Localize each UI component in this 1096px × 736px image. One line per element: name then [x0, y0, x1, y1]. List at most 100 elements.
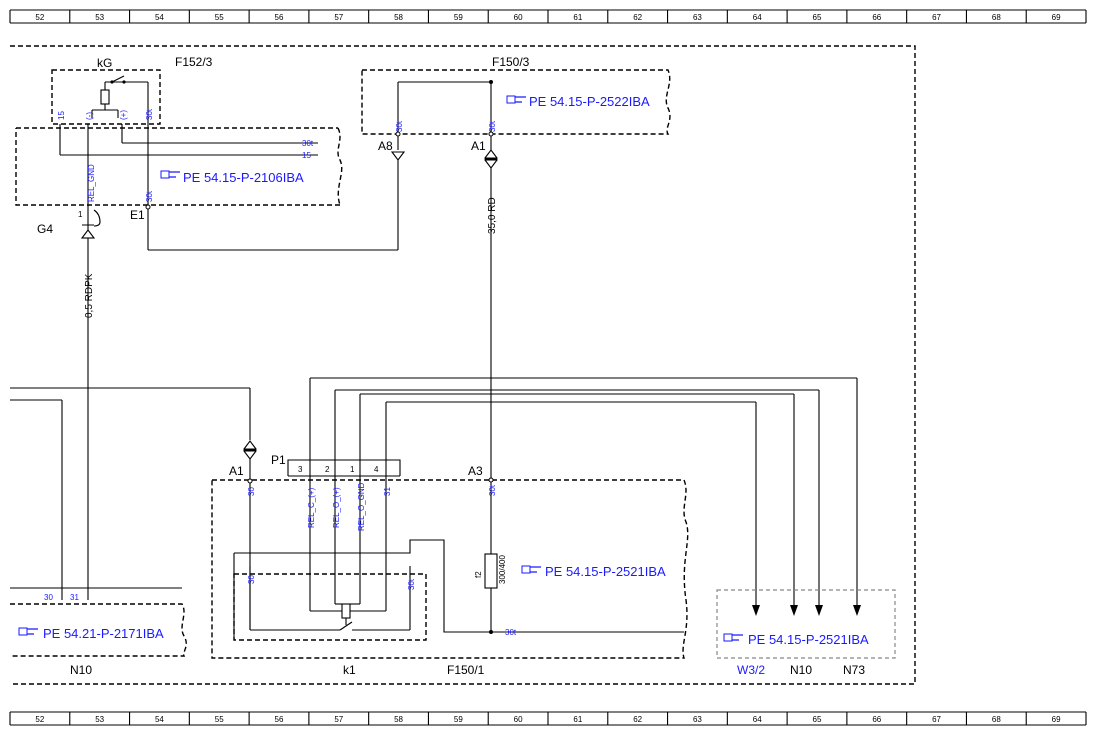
a1-top-connector	[483, 149, 499, 490]
right-box-reference-link[interactable]: PE 54.15-P-2521IBA	[748, 632, 869, 647]
f152-lower-box	[15, 127, 343, 206]
bus-label-15: 15	[302, 151, 311, 160]
f150-1-bus-label-30t: 30t	[505, 628, 517, 637]
p1-pin-1: 1	[350, 465, 355, 474]
f150-1-pin-30t: 30t	[488, 484, 497, 496]
g4-pin: 1	[78, 210, 83, 219]
f150-3-pin-30t-b: 30t	[488, 120, 497, 132]
f152-relay-box	[51, 69, 161, 125]
wire-a1-label: 35,0 RD	[487, 197, 498, 234]
right-target-box	[716, 589, 896, 659]
f150-1-pin-rel-o: REL_O_(+)	[332, 487, 341, 528]
f150-1-reference-link[interactable]: PE 54.15-P-2521IBA	[545, 564, 666, 579]
ruler-column-label: 61	[573, 13, 582, 22]
ruler-column-label: 65	[813, 13, 822, 22]
f150-1-pin-rel-o-gnd: REL_O_GND	[357, 482, 366, 531]
ruler-column-label: 69	[1052, 715, 1061, 724]
f150-3-reference-link[interactable]: PE 54.15-P-2522IBA	[529, 94, 650, 109]
f150-1-pin-rel-c: REL_C_(+)	[307, 487, 316, 528]
n10-wires	[10, 387, 251, 600]
n10-name: N10	[70, 663, 92, 677]
n10-box	[10, 603, 187, 657]
fuse-f2	[484, 490, 498, 634]
ruler-column-label: 61	[573, 715, 582, 724]
ruler-column-label: 67	[932, 13, 941, 22]
ruler-column-label: 55	[215, 715, 224, 724]
ruler-column-label: 63	[693, 715, 702, 724]
p1-connector	[287, 459, 401, 477]
ruler-column-label: 62	[633, 13, 642, 22]
ruler-column-label: 68	[992, 13, 1001, 22]
ruler-column-label: 66	[872, 715, 881, 724]
ruler-column-label: 65	[813, 715, 822, 724]
ruler-column-label: 56	[275, 715, 284, 724]
f152-pin-15: 15	[57, 111, 66, 120]
f150-1-name: F150/1	[447, 663, 485, 677]
a8-connector	[390, 151, 406, 161]
rel-gnd-label: REL_GND	[87, 164, 96, 202]
ruler-column-label: 59	[454, 715, 463, 724]
f150-1-pin-connections	[247, 476, 387, 566]
ruler-column-label: 56	[275, 13, 284, 22]
ruler-column-label: 52	[35, 13, 44, 22]
ruler-column-label: 64	[753, 715, 762, 724]
ruler-column-label: 55	[215, 13, 224, 22]
p1-label: P1	[271, 453, 286, 467]
a3-terminal	[488, 477, 494, 483]
ruler-column-label: 69	[1052, 13, 1061, 22]
n10-pin-30: 30	[44, 593, 53, 602]
e1-wire	[145, 160, 399, 251]
ruler-column-label: 60	[514, 13, 523, 22]
ruler-column-label: 58	[394, 715, 403, 724]
pointing-hand-icon	[723, 633, 743, 642]
ruler-column-label: 57	[334, 13, 343, 22]
ruler-column-label: 52	[35, 715, 44, 724]
k1-inner-pin-30: 30	[247, 575, 256, 584]
ruler-column-label: 57	[334, 715, 343, 724]
ruler-column-label: 59	[454, 13, 463, 22]
ruler-column-label: 54	[155, 715, 164, 724]
ruler-column-label: 64	[753, 13, 762, 22]
f150-3-pin-30t-a: 30t	[395, 120, 404, 132]
f150-1-box	[211, 479, 689, 659]
ruler-column-label: 54	[155, 13, 164, 22]
ruler-column-label: 63	[693, 13, 702, 22]
n10-pin-31: 31	[70, 593, 79, 602]
ruler-column-label: 62	[633, 715, 642, 724]
f152-pin-plus: (+)	[119, 110, 128, 120]
f150-1-pin-31: 31	[383, 487, 392, 496]
f150-3-box	[361, 69, 671, 135]
relay-k1-label: k1	[343, 663, 356, 677]
ruler-column-label: 68	[992, 715, 1001, 724]
f150-1-pin-30: 30	[247, 487, 256, 496]
ruler-column-label: 53	[95, 715, 104, 724]
ruler-column-label: 66	[872, 13, 881, 22]
outer-frame	[10, 45, 916, 685]
wire-g4-label: 0,5 RDPK	[84, 273, 95, 318]
fuse-f2-label: f2	[474, 571, 483, 578]
f152-name: F152/3	[175, 55, 213, 69]
n10-reference-link[interactable]: PE 54.21-P-2171IBA	[43, 626, 164, 641]
f150-3-name: F150/3	[492, 55, 530, 69]
f152-pin-minus: (-)	[85, 112, 94, 120]
pointing-hand-icon	[521, 565, 541, 574]
signal-harness	[309, 377, 861, 616]
k1-inner-pin-30t: 30t	[407, 578, 416, 590]
relay-k1	[233, 539, 684, 641]
f152-pin-30t: 30t	[145, 108, 154, 120]
g4-label: G4	[37, 222, 53, 236]
a8-label: A8	[378, 139, 393, 153]
bus-label-30t: 30t	[302, 139, 314, 148]
f152-lower-pin-30t: 30t	[145, 190, 154, 202]
a3-label: A3	[468, 464, 483, 478]
target-n10: N10	[790, 663, 812, 677]
ruler-column-label: 67	[932, 715, 941, 724]
e1-label: E1	[130, 208, 145, 222]
target-n73: N73	[843, 663, 865, 677]
f152-reference-link[interactable]: PE 54.15-P-2106IBA	[183, 170, 304, 185]
fuse-f2-rating: 300/400	[498, 555, 507, 584]
ruler-column-label: 53	[95, 13, 104, 22]
f150-3-wires	[395, 80, 494, 150]
